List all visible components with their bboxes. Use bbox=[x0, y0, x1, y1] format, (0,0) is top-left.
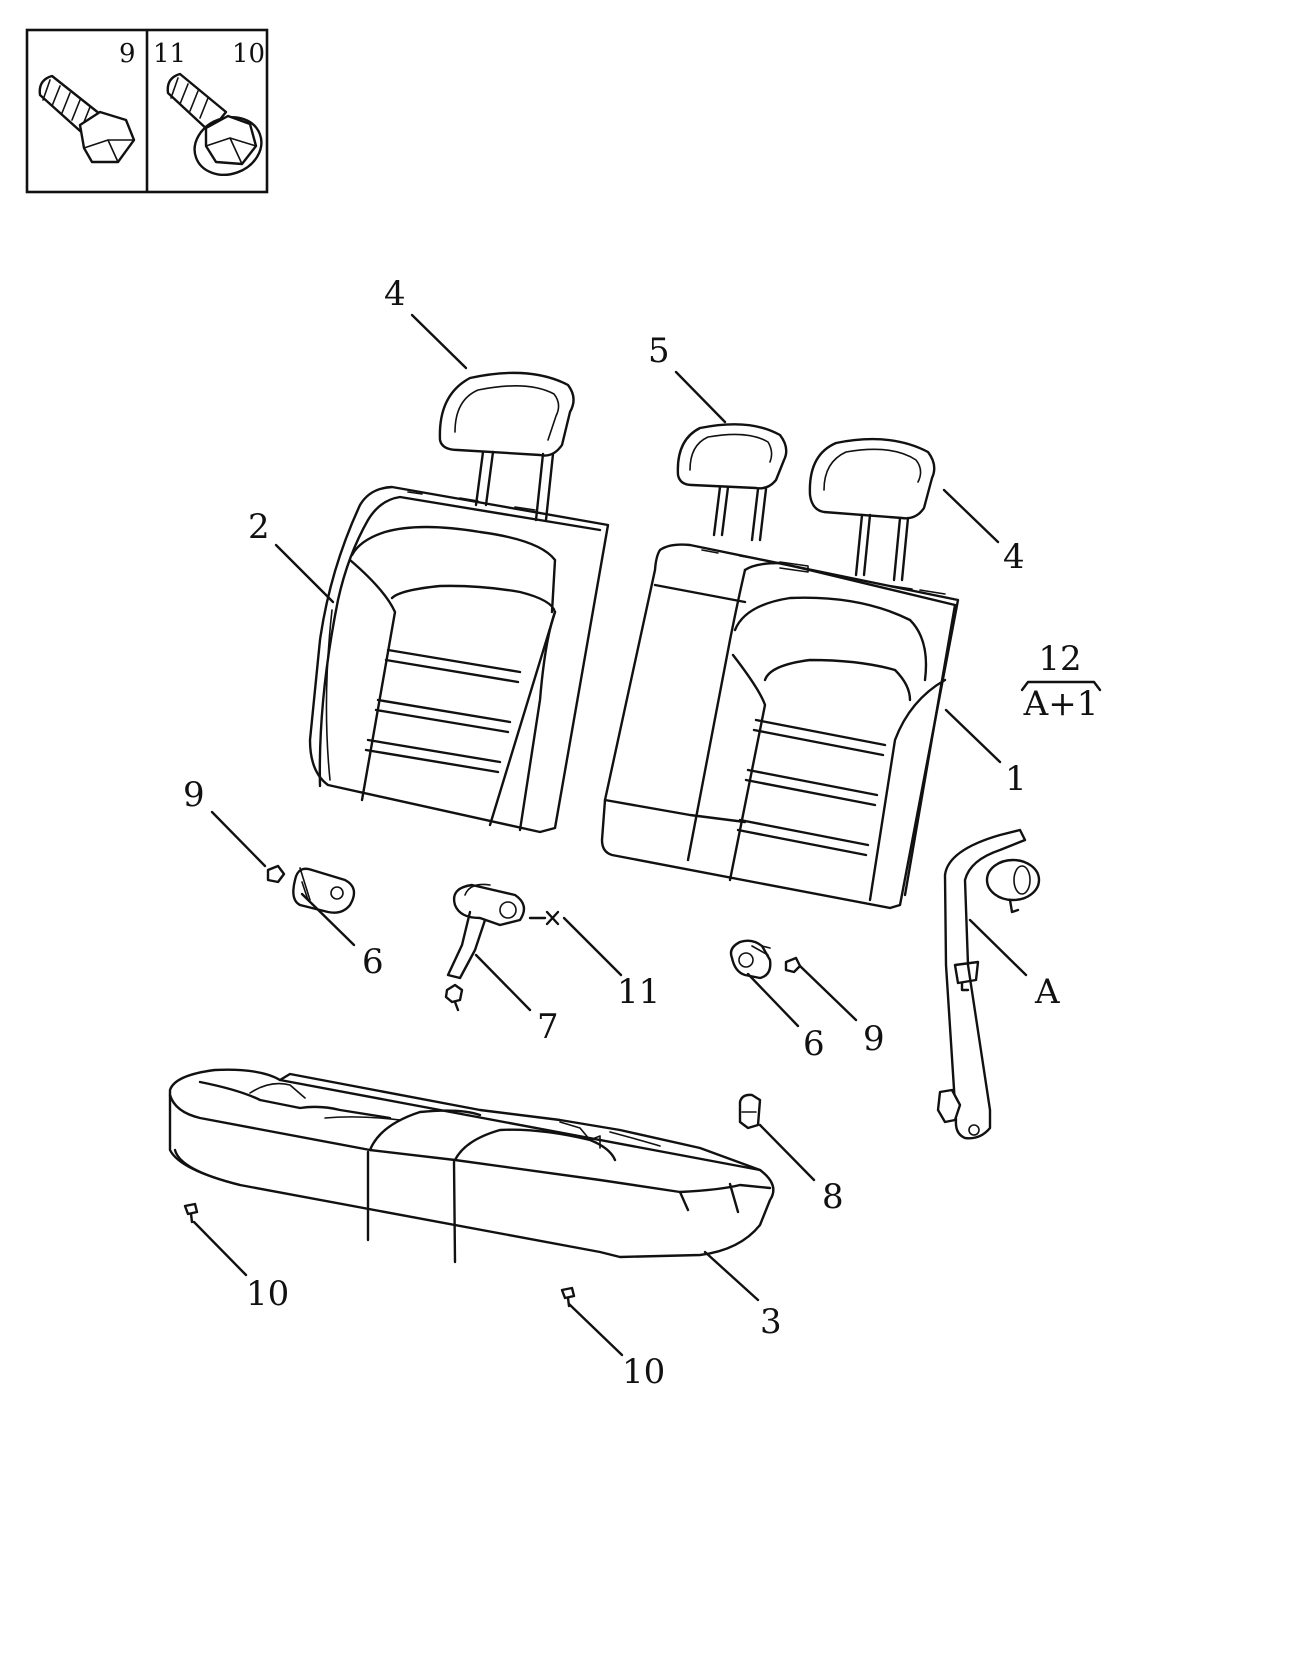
anchor-bracket-right bbox=[729, 939, 772, 980]
cushion-bolt-left-icon bbox=[183, 1202, 199, 1224]
trim-clip bbox=[738, 1093, 762, 1130]
screw-left-icon bbox=[266, 864, 286, 884]
callout-bracket-left: 6 bbox=[362, 942, 384, 982]
callout-headrest-left: 4 bbox=[384, 274, 406, 314]
anchor-bracket-left bbox=[292, 867, 356, 914]
callout-screw-left: 9 bbox=[183, 775, 205, 815]
callout-backrest-right: 1 bbox=[1005, 759, 1027, 799]
inset-label-left: 9 bbox=[119, 39, 136, 69]
headrest-left bbox=[438, 371, 575, 522]
fastener-inset: 9 11 10 bbox=[25, 28, 269, 194]
inset-label-right: 10 bbox=[232, 39, 265, 69]
callout-seatbelt: A bbox=[1034, 972, 1060, 1012]
screw-right-icon bbox=[784, 956, 802, 974]
hex-bolt-icon bbox=[38, 74, 136, 164]
headrest-right bbox=[808, 437, 936, 582]
assembly-note: 12 A+1 bbox=[1020, 639, 1102, 724]
callout-screw-right: 9 bbox=[863, 1019, 885, 1059]
cushion-bolt-right-icon bbox=[560, 1286, 576, 1308]
callout-headrest-middle: 5 bbox=[648, 331, 670, 371]
seatbelt-buckle bbox=[444, 883, 560, 1012]
callout-cushion-bolt-right: 10 bbox=[622, 1352, 665, 1392]
leader-lines bbox=[192, 313, 1028, 1357]
callout-clip: 8 bbox=[822, 1177, 844, 1217]
callout-headrest-right: 4 bbox=[1003, 537, 1025, 577]
note-bottom: A+1 bbox=[1023, 684, 1099, 724]
headrest-middle bbox=[676, 423, 788, 542]
callout-seat-cushion: 3 bbox=[760, 1302, 782, 1342]
inset-label-mid: 11 bbox=[153, 39, 186, 69]
backrest-left bbox=[308, 485, 610, 834]
seatbelt-assembly bbox=[936, 828, 1041, 1140]
callout-labels: 4 5 4 2 1 9 6 7 11 6 9 8 A 10 10 3 bbox=[183, 274, 1060, 1392]
callout-bracket-right: 6 bbox=[803, 1024, 825, 1064]
flange-bolt-icon bbox=[166, 72, 263, 176]
seat-cushion bbox=[168, 1068, 775, 1264]
callout-backrest-left: 2 bbox=[248, 507, 270, 547]
callout-buckle-bolt: 11 bbox=[617, 972, 660, 1012]
callout-cushion-bolt-left: 10 bbox=[246, 1274, 289, 1314]
backrest-right bbox=[600, 543, 960, 910]
callout-buckle: 7 bbox=[537, 1007, 559, 1047]
note-top: 12 bbox=[1038, 639, 1081, 679]
